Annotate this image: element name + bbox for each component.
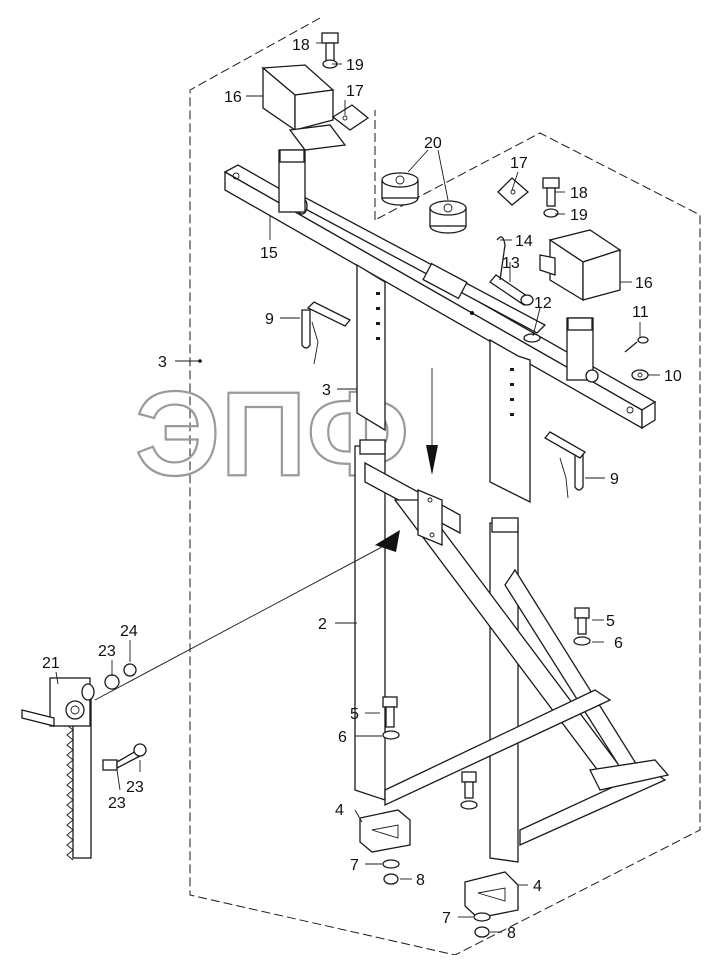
callout-18: 18 (292, 37, 310, 54)
rack-jack-21 (21, 663, 147, 861)
assembly-boundary (189, 17, 701, 956)
feet-4 (359, 809, 519, 938)
callout-11: 11 (632, 304, 649, 321)
callout-23: 23 (126, 779, 144, 796)
callout-24: 24 (120, 623, 138, 640)
parts-10-11 (624, 336, 649, 381)
callout-6: 6 (614, 635, 623, 652)
callout-9: 9 (610, 471, 619, 488)
pins-13-14 (489, 236, 541, 343)
bracket-16-left (261, 64, 347, 213)
upper-posts (356, 263, 531, 504)
lock-pins-9 (301, 301, 586, 499)
callout-23: 23 (98, 643, 116, 660)
rollers-20 (381, 172, 467, 234)
bolt-5-6-center (382, 696, 478, 810)
callout-3: 3 (322, 382, 331, 399)
callout-13: 13 (502, 255, 520, 272)
callout-labels: 18 19 16 17 20 17 18 19 15 14 13 16 12 1… (42, 37, 682, 942)
callout-21: 21 (42, 655, 60, 672)
callout-3: 3 (158, 354, 167, 371)
callout-9: 9 (265, 311, 274, 328)
callout-17: 17 (510, 155, 528, 172)
callout-18: 18 (570, 185, 588, 202)
callout-16: 16 (224, 89, 242, 106)
callout-17: 17 (346, 83, 364, 100)
callout-7: 7 (350, 857, 359, 874)
bolt-5-6-right (573, 607, 591, 646)
callout-20: 20 (424, 135, 442, 152)
callout-2: 2 (318, 616, 327, 633)
leader-lines (55, 42, 660, 933)
callout-4: 4 (533, 878, 542, 895)
callout-23: 23 (108, 795, 126, 812)
bolts-top (321, 32, 560, 218)
callout-5: 5 (606, 613, 615, 630)
main-frame (354, 439, 670, 863)
bracket-16-right (539, 229, 622, 383)
callout-4: 4 (335, 802, 344, 819)
assembly-arrows (94, 368, 438, 701)
callout-7: 7 (442, 910, 451, 927)
callout-16: 16 (635, 275, 653, 292)
callout-12: 12 (534, 295, 552, 312)
plates-17 (331, 104, 530, 206)
callout-19: 19 (346, 57, 364, 74)
callout-10: 10 (664, 368, 682, 385)
callout-19: 19 (570, 207, 588, 224)
callout-5: 5 (350, 706, 359, 723)
callout-15: 15 (260, 245, 278, 262)
callout-8: 8 (507, 925, 516, 942)
callout-6: 6 (338, 729, 347, 746)
callout-8: 8 (416, 872, 425, 889)
callout-14: 14 (515, 233, 533, 250)
